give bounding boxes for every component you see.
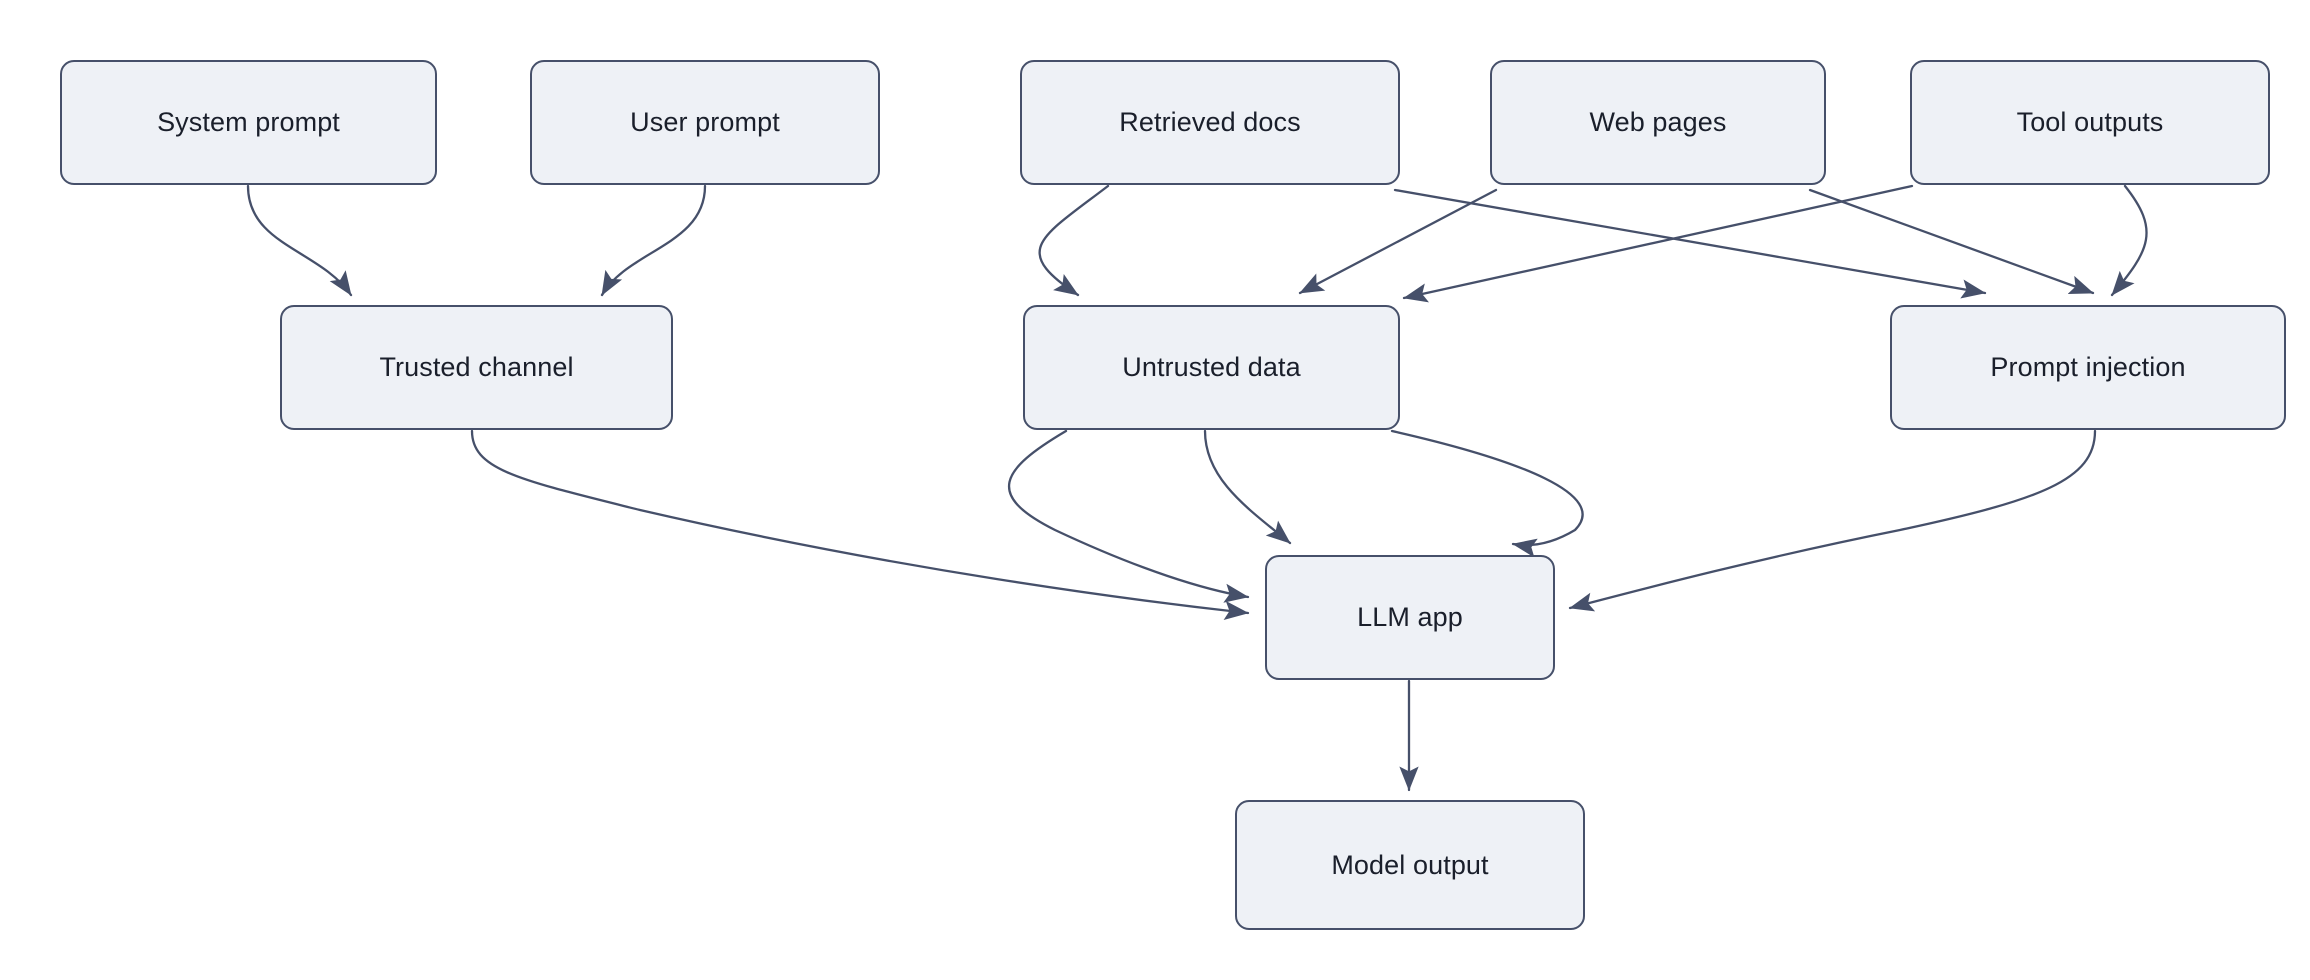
edge-web_pages-to-prompt_injection <box>1808 188 2095 295</box>
node-model_output[interactable]: Model output <box>1235 800 1585 930</box>
node-untrusted_data[interactable]: Untrusted data <box>1023 305 1400 430</box>
node-system_prompt[interactable]: System prompt <box>60 60 437 185</box>
node-label-prompt_injection: Prompt injection <box>1990 352 2186 383</box>
edge-untrusted_data-to-llm_app <box>1390 429 1584 558</box>
node-label-user_prompt: User prompt <box>630 107 780 138</box>
node-trusted_channel[interactable]: Trusted channel <box>280 305 673 430</box>
node-llm_app[interactable]: LLM app <box>1265 555 1555 680</box>
node-prompt_injection[interactable]: Prompt injection <box>1890 305 2286 430</box>
node-label-trusted_channel: Trusted channel <box>379 352 574 383</box>
edge-retrieved_docs-to-untrusted_data <box>1038 184 1110 297</box>
edge-web_pages-to-untrusted_data <box>1298 188 1498 295</box>
edge-trusted_channel-to-llm_app <box>470 429 1250 621</box>
node-label-llm_app: LLM app <box>1357 602 1463 633</box>
edge-untrusted_data-to-llm_app <box>1008 429 1250 603</box>
node-label-web_pages: Web pages <box>1589 107 1727 138</box>
node-web_pages[interactable]: Web pages <box>1490 60 1826 185</box>
edge-tool_outputs-to-prompt_injection <box>2110 184 2148 297</box>
node-tool_outputs[interactable]: Tool outputs <box>1910 60 2270 185</box>
edge-untrusted_data-to-llm_app <box>1203 429 1292 545</box>
node-retrieved_docs[interactable]: Retrieved docs <box>1020 60 1400 185</box>
edge-user_prompt-to-trusted_channel <box>600 184 707 297</box>
node-label-model_output: Model output <box>1331 849 1489 880</box>
node-user_prompt[interactable]: User prompt <box>530 60 880 185</box>
edge-system_prompt-to-trusted_channel <box>246 184 353 297</box>
node-label-tool_outputs: Tool outputs <box>2016 107 2164 138</box>
edge-tool_outputs-to-untrusted_data <box>1402 184 1914 303</box>
node-label-untrusted_data: Untrusted data <box>1122 352 1301 383</box>
edge-retrieved_docs-to-prompt_injection <box>1393 188 1987 299</box>
node-label-system_prompt: System prompt <box>157 107 340 138</box>
edge-prompt_injection-to-llm_app <box>1568 429 2097 612</box>
node-label-retrieved_docs: Retrieved docs <box>1119 107 1301 138</box>
edges-group <box>246 184 2148 792</box>
